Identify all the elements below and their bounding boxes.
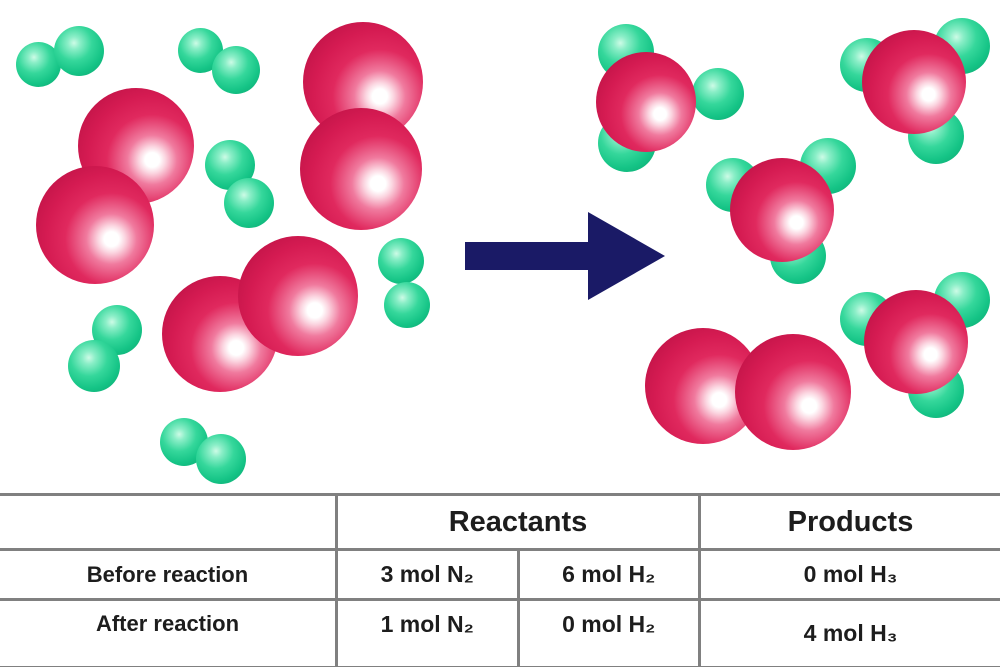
hydrogen-atom (212, 46, 260, 94)
cell-before-reactant-n2: 3 mol N₂ (335, 548, 520, 601)
cell-before-reactant-h2: 6 mol H₂ (516, 548, 701, 601)
nitrogen-atom (596, 52, 696, 152)
row-label-after-reaction: After reaction (0, 598, 338, 667)
particle-field (16, 18, 990, 484)
table-corner-cell (0, 493, 338, 551)
cell-after-reactant-n2: 1 mol N₂ (335, 598, 520, 667)
hydrogen-atom (16, 42, 61, 87)
hydrogen-atom (54, 26, 104, 76)
reaction-arrow-icon (465, 212, 665, 300)
hydrogen-atom (68, 340, 120, 392)
table-header-row: Reactants Products (0, 493, 1000, 551)
hydrogen-atom (692, 68, 744, 120)
cell-after-reactant-h2: 0 mol H₂ (516, 598, 701, 667)
nitrogen-atom (730, 158, 834, 262)
cell-after-product: 4 mol H₃ (698, 598, 1000, 667)
nitrogen-atom (735, 334, 851, 450)
hydrogen-atom (378, 238, 424, 284)
hydrogen-atom (224, 178, 274, 228)
cell-before-product: 0 mol H₃ (698, 548, 1000, 601)
nitrogen-atom (238, 236, 358, 356)
nitrogen-atom (862, 30, 966, 134)
nitrogen-atom (300, 108, 422, 230)
column-header-reactants: Reactants (335, 493, 701, 551)
row-label-before-reaction: Before reaction (0, 548, 338, 601)
hydrogen-atom (384, 282, 430, 328)
table-row: Before reaction 3 mol N₂ 6 mol H₂ 0 mol … (0, 548, 1000, 601)
table-row: After reaction 1 mol N₂ 0 mol H₂ 4 mol H… (0, 598, 1000, 667)
hydrogen-atom (196, 434, 246, 484)
nitrogen-atom (36, 166, 154, 284)
column-header-products: Products (698, 493, 1000, 551)
mole-summary-table: Reactants Products Before reaction 3 mol… (0, 493, 1000, 667)
nitrogen-atom (864, 290, 968, 394)
